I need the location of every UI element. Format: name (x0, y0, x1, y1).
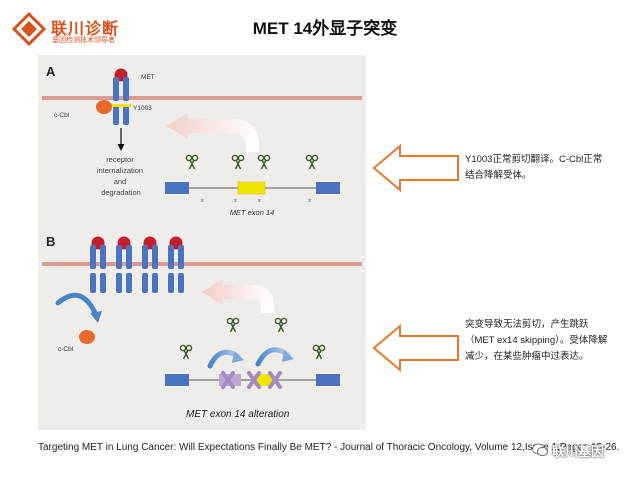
slide-title: MET 14外显子突变 (252, 19, 398, 38)
mutation-marks (221, 371, 282, 389)
site-3-label: 3' (234, 198, 238, 203)
met-label: MET (141, 74, 155, 81)
receptor-fate-text: receptor internalization and degradation (97, 155, 145, 197)
exon15-a (316, 182, 340, 194)
translation-arrow-a (166, 113, 259, 152)
c-cbl-label-a: c-Cbl (54, 112, 70, 119)
exon14-a (237, 181, 266, 195)
exon14-b (254, 374, 274, 386)
scissors-icon (179, 344, 193, 360)
membrane-a (42, 96, 362, 100)
site-3-label: 3' (308, 198, 312, 203)
skip-arrowhead-left (232, 351, 244, 363)
scissors-icon (274, 317, 288, 333)
exon-14-caption-b: MET exon 14 alteration (186, 409, 290, 420)
watermark-text: 联川基因 (552, 444, 605, 459)
scissors-icon (226, 317, 240, 333)
c-cbl-bound (96, 100, 112, 114)
met-diagram: A MET Y1003 c-Cbl receptor internalizati… (38, 55, 366, 430)
site-5-label: 5' (258, 198, 262, 203)
scissors-icon (312, 344, 326, 360)
exon15-b (316, 374, 340, 386)
site-5-label: 5' (201, 198, 205, 203)
note-exon14-skipping: 突变导致无法剪切，产生跳跃（MET ex14 skipping）。受体降解减少，… (465, 319, 608, 362)
scissors-icon (231, 154, 245, 170)
membrane-b (42, 262, 362, 266)
callout-arrow-2 (372, 323, 459, 373)
panel-b-label: B (46, 234, 55, 249)
degradation-arrowhead (117, 144, 125, 151)
skip-arrowhead-right (282, 350, 294, 362)
brand-logo: 联川诊断 基因检测技术领导者 (6, 6, 156, 48)
translation-arrow-b (202, 279, 274, 313)
panel-a-label: A (46, 64, 56, 79)
brand-tagline: 基因检测技术领导者 (52, 37, 115, 44)
brand-name: 联川诊断 (51, 21, 120, 38)
scissors-icon (257, 154, 271, 170)
wechat-icon (532, 443, 548, 457)
exon13-b (165, 374, 189, 386)
scissors-icon (305, 154, 319, 170)
y1003-site (111, 104, 131, 107)
brand-logo-icon (12, 12, 46, 46)
y1003-label: Y1003 (133, 105, 152, 112)
c-cbl-label-b: c-Cbl (58, 346, 74, 353)
callout-arrow-1 (372, 143, 459, 193)
citation: Targeting MET in Lung Cancer: Will Expec… (38, 442, 620, 453)
release-arrowhead (90, 311, 102, 323)
release-arrow (55, 292, 99, 318)
met-diagram-svg: A MET Y1003 c-Cbl receptor internalizati… (42, 64, 362, 420)
scissors-icon (185, 154, 199, 170)
watermark: 联川基因 (530, 441, 634, 459)
exon-14-caption-a: MET exon 14 (230, 208, 275, 217)
c-cbl-free (79, 330, 95, 344)
exon13-a (165, 182, 189, 194)
note-normal-splicing: Y1003正常剪切翻译。C-Cbl正常结合降解受体。 (465, 154, 603, 181)
